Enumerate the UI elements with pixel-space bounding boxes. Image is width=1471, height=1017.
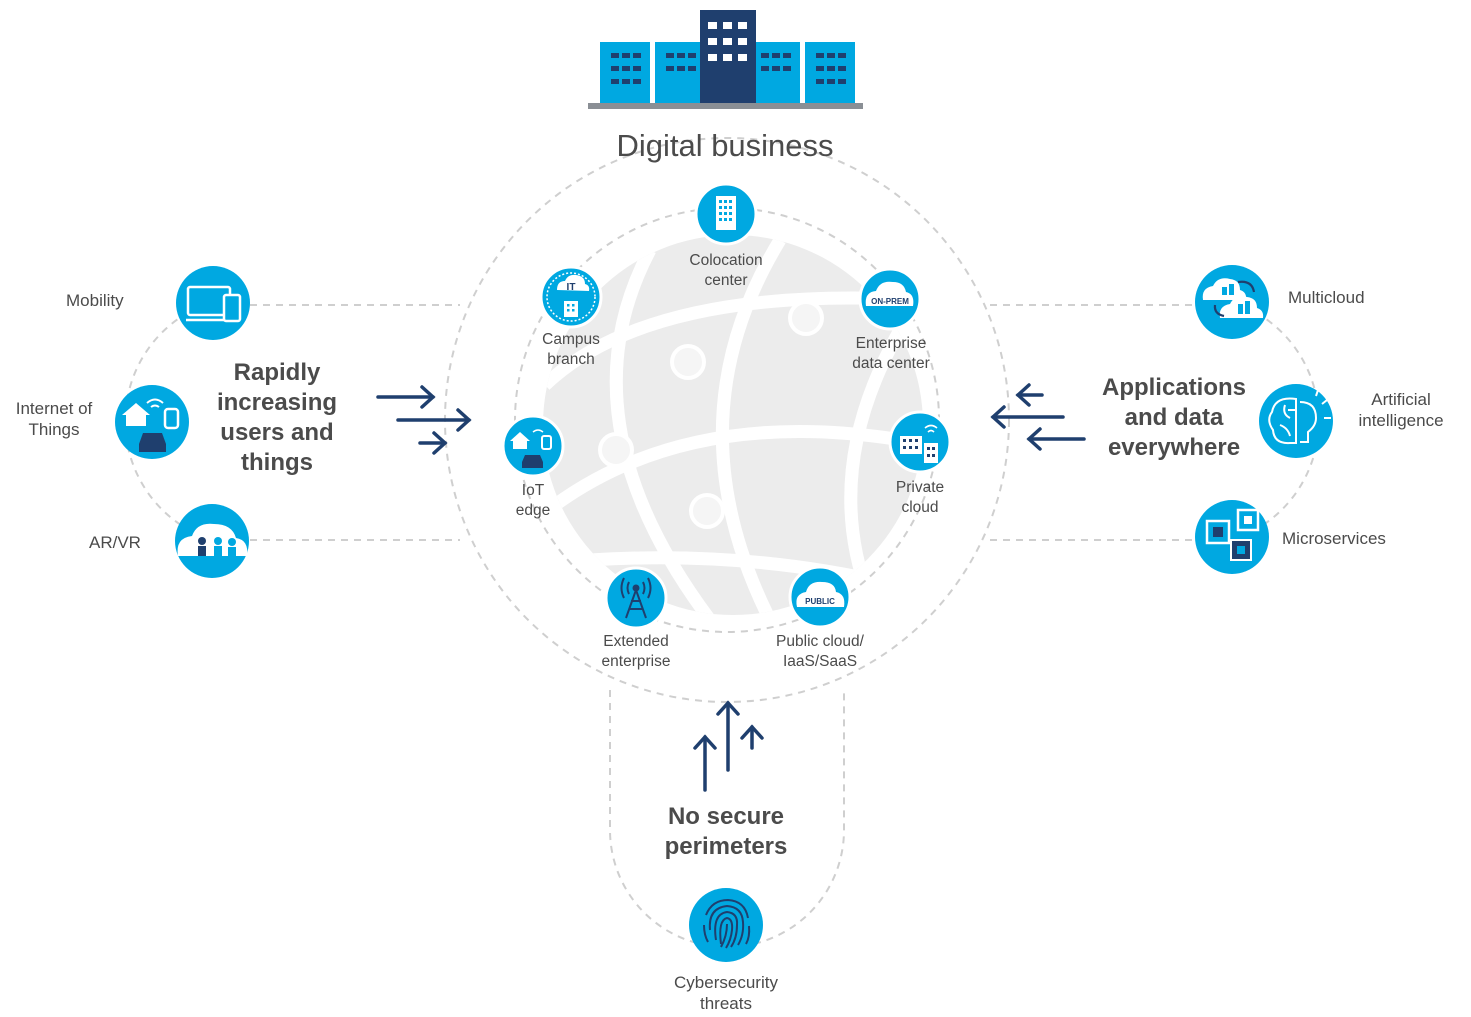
campus-branch-label: Campus branch xyxy=(542,331,600,368)
on-prem-badge: ON-PREM xyxy=(871,297,909,306)
page-title: Digital business xyxy=(616,128,834,163)
microservices-icon xyxy=(1205,508,1260,561)
iot-edge-label: IoT edge xyxy=(515,482,551,519)
globe-server-nodes xyxy=(598,300,824,529)
users-things-heading: Rapidly increasing users and things xyxy=(216,359,338,476)
public-cloud-icon xyxy=(796,581,845,607)
mobility-label: Mobility xyxy=(66,291,124,310)
inbound-arrows-left xyxy=(376,385,472,455)
microservices-node xyxy=(1195,500,1269,574)
fingerprint-icon xyxy=(703,898,751,949)
extended-enterprise-node xyxy=(604,566,668,630)
extended-enterprise-label: Extended enterprise xyxy=(601,633,671,670)
cybersecurity-threats-node xyxy=(689,888,763,962)
multicloud-node xyxy=(1195,265,1269,339)
building-icon xyxy=(716,196,736,230)
multicloud-label: Multicloud xyxy=(1288,288,1365,307)
private-cloud-node xyxy=(888,410,952,474)
cybersecurity-threats-label: Cybersecurity threats xyxy=(674,973,778,1013)
cell-tower-icon xyxy=(620,577,652,619)
private-building-wifi-icon xyxy=(900,424,938,463)
internet-of-things-label: Internet of Things xyxy=(15,399,93,439)
no-secure-perimeters-heading: No secure perimeters xyxy=(664,803,788,860)
inbound-arrows-right xyxy=(990,383,1086,451)
internet-of-things-node xyxy=(115,385,189,459)
headquarters-building-icon xyxy=(588,10,863,109)
artificial-intelligence-label: Artificial intelligence xyxy=(1358,390,1444,430)
ar-vr-label: AR/VR xyxy=(89,533,141,552)
home-car-watch-icon xyxy=(510,429,552,468)
ar-vr-node xyxy=(175,504,249,578)
campus-branch-node: IT xyxy=(539,265,603,329)
devices-icon xyxy=(186,285,242,323)
public-cloud-label: Public cloud/ IaaS/SaaS xyxy=(776,633,864,670)
people-cloud-icon xyxy=(177,523,248,556)
artificial-intelligence-node xyxy=(1259,384,1333,458)
mobility-node xyxy=(176,266,250,340)
public-cloud-node: PUBLIC xyxy=(788,565,852,629)
it-cloud-building-icon xyxy=(557,274,590,317)
inbound-arrows-bottom xyxy=(693,700,764,792)
private-cloud-label: Private cloud xyxy=(895,479,945,516)
multicloud-icon xyxy=(1202,278,1264,318)
public-badge: PUBLIC xyxy=(805,597,835,606)
brain-bulb-icon xyxy=(1268,389,1331,445)
on-prem-cloud-icon xyxy=(865,281,914,306)
home-car-watch-icon xyxy=(122,398,180,452)
iot-edge-node xyxy=(501,414,565,478)
colocation-center-label: Colocation center xyxy=(689,252,763,289)
colocation-center-node xyxy=(694,182,758,246)
enterprise-data-center-label: Enterprise data center xyxy=(852,335,930,372)
enterprise-data-center-node: ON-PREM xyxy=(858,267,922,331)
campus-it-badge: IT xyxy=(567,282,576,293)
microservices-label: Microservices xyxy=(1282,529,1386,548)
applications-data-heading: Applications and data everywhere xyxy=(1101,374,1246,461)
